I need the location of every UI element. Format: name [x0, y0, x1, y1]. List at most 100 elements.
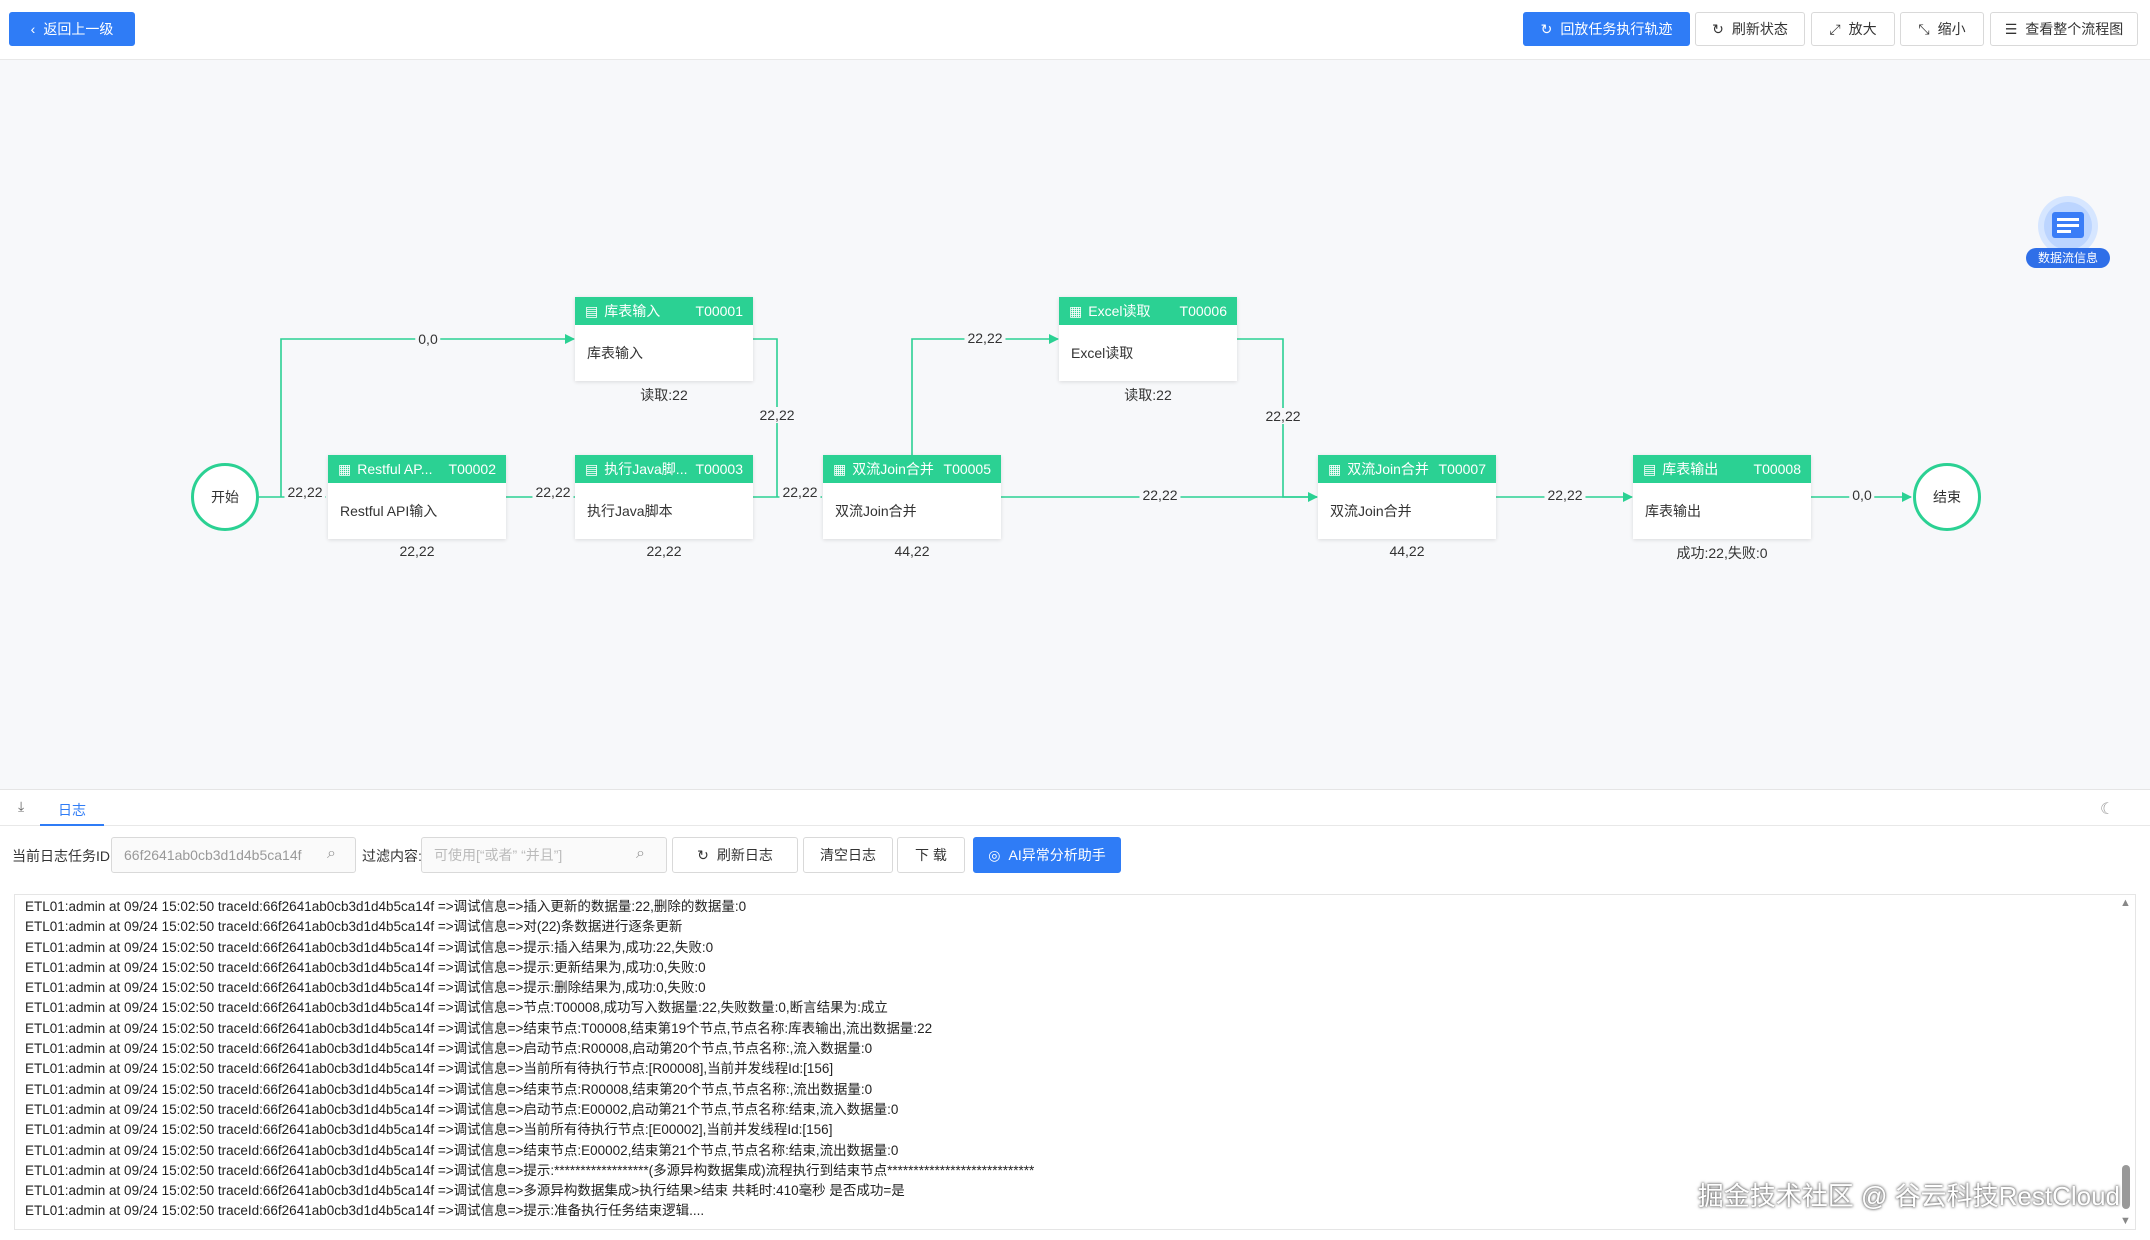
log-output[interactable]: ETL01:admin at 09/24 15:02:50 traceId:66…: [14, 894, 2136, 1230]
data-info-icon: [2038, 196, 2098, 256]
log-lines: ETL01:admin at 09/24 15:02:50 traceId:66…: [25, 897, 2125, 1222]
log-line: ETL01:admin at 09/24 15:02:50 traceId:66…: [25, 939, 714, 955]
clear-log-button[interactable]: 清空日志: [803, 837, 893, 873]
log-line: ETL01:admin at 09/24 15:02:50 traceId:66…: [25, 1183, 905, 1199]
watermark: 掘金技术社区 @ 谷云科技RestCloud: [1697, 1181, 2120, 1211]
edge-label-start-t2: 22,22: [284, 484, 326, 500]
refresh-icon: ↻: [697, 847, 709, 863]
node-header: ▤ 执行Java脚... T00003: [575, 455, 753, 483]
shrink-icon: ⤡: [1918, 21, 1930, 37]
node-body: 执行Java脚本: [587, 503, 673, 519]
node-header: ▦ Restful AP... T00002: [328, 455, 506, 483]
view-whole-flow-button[interactable]: ☰ 查看整个流程图: [1990, 12, 2138, 46]
edge-label-t5-t6: 22,22: [964, 330, 1006, 346]
zoom-in-button[interactable]: ⤢ 放大: [1811, 12, 1895, 46]
log-scrollbar[interactable]: ▲ ▼: [2119, 895, 2133, 1229]
node-header: ▦ Excel读取 T00006: [1059, 297, 1237, 325]
node-body: Excel读取: [1071, 345, 1134, 361]
node-stat-t00008: 成功:22,失败:0: [1676, 545, 1768, 561]
replay-icon: ↻: [1540, 21, 1553, 37]
join-icon: ▦: [833, 461, 847, 477]
node-body: 双流Join合并: [1330, 503, 1412, 519]
node-t00008[interactable]: ▤ 库表输出 T00008 库表输出: [1633, 455, 1811, 539]
excel-icon: ▦: [1069, 303, 1083, 319]
log-line: ETL01:admin at 09/24 15:02:50 traceId:66…: [25, 1000, 888, 1016]
scroll-thumb[interactable]: [2122, 1165, 2130, 1209]
replay-button[interactable]: ↻ 回放任务执行轨迹: [1523, 12, 1690, 46]
node-body: Restful API输入: [340, 503, 438, 519]
node-stat-t00001: 读取:22: [640, 387, 688, 403]
ai-analysis-button[interactable]: ◎ AI异常分析助手: [973, 837, 1121, 873]
moon-icon[interactable]: ☾: [2100, 801, 2115, 818]
list-icon: ☰: [2004, 21, 2018, 37]
edge-label-start-t1: 0,0: [415, 331, 441, 347]
log-line: ETL01:admin at 09/24 15:02:50 traceId:66…: [25, 980, 706, 996]
node-t00003[interactable]: ▤ 执行Java脚... T00003 执行Java脚本: [575, 455, 753, 539]
edge-label-t7-t8: 22,22: [1544, 487, 1586, 503]
zoom-out-button[interactable]: ⤡ 缩小: [1900, 12, 1984, 46]
log-line: ETL01:admin at 09/24 15:02:50 traceId:66…: [25, 899, 747, 914]
task-id-input[interactable]: [111, 837, 356, 873]
start-node[interactable]: 开始: [191, 463, 259, 531]
join-icon: ▦: [1328, 461, 1342, 477]
log-line: ETL01:admin at 09/24 15:02:50 traceId:66…: [25, 1162, 1035, 1178]
flow-canvas[interactable]: 0,0 22,22 22,22 22,22 22,22 22,22 22,22 …: [0, 60, 2150, 790]
filter-label: 过滤内容:: [362, 848, 422, 864]
log-line: ETL01:admin at 09/24 15:02:50 traceId:66…: [25, 919, 683, 935]
node-header: ▦ 双流Join合并 T00005: [823, 455, 1001, 483]
ai-icon: ◎: [988, 847, 1001, 863]
node-stat-t00002: 22,22: [399, 543, 435, 559]
edge-label-t6-t7: 22,22: [1262, 408, 1304, 424]
log-line: ETL01:admin at 09/24 15:02:50 traceId:66…: [25, 1081, 873, 1097]
database-output-icon: ▤: [1643, 461, 1657, 477]
edge-label-t5-t7: 22,22: [1139, 487, 1181, 503]
node-header: ▦ 双流Join合并 T00007: [1318, 455, 1496, 483]
log-line: ETL01:admin at 09/24 15:02:50 traceId:66…: [25, 1122, 833, 1138]
log-panel: ⤓ 日志 ☾ 当前日志任务ID: ⌕ 过滤内容: ⌕ ↻ 刷新日志 清空日志 下…: [0, 790, 2150, 1240]
node-stat-t00005: 44,22: [894, 543, 930, 559]
tab-active-indicator: [40, 824, 104, 826]
edge-label-t8-end: 0,0: [1849, 487, 1875, 503]
node-body: 库表输出: [1645, 503, 1701, 519]
log-line: ETL01:admin at 09/24 15:02:50 traceId:66…: [25, 959, 706, 975]
end-node[interactable]: 结束: [1913, 463, 1981, 531]
node-header: ▤ 库表输入 T00001: [575, 297, 753, 325]
expand-icon: ⤢: [1829, 21, 1841, 37]
refresh-log-button[interactable]: ↻ 刷新日志: [672, 837, 798, 873]
filter-input[interactable]: [421, 837, 667, 873]
node-header: ▤ 库表输出 T00008: [1633, 455, 1811, 483]
top-toolbar: ‹ 返回上一级 ↻ 回放任务执行轨迹 ↻ 刷新状态 ⤢ 放大 ⤡ 缩小 ☰ 查看…: [0, 0, 2150, 60]
node-t00005[interactable]: ▦ 双流Join合并 T00005 双流Join合并: [823, 455, 1001, 539]
chevron-left-icon: ‹: [30, 21, 36, 37]
tab-log[interactable]: 日志: [58, 802, 86, 818]
log-tabs: ⤓ 日志 ☾: [0, 790, 2150, 826]
log-line: ETL01:admin at 09/24 15:02:50 traceId:66…: [25, 1061, 834, 1077]
node-t00007[interactable]: ▦ 双流Join合并 T00007 双流Join合并: [1318, 455, 1496, 539]
scroll-up-icon[interactable]: ▲: [2120, 897, 2131, 909]
download-button[interactable]: 下 载: [897, 837, 965, 873]
flow-edges: [259, 334, 1912, 502]
search-icon[interactable]: ⌕: [327, 845, 336, 862]
edge-t1-t5: [753, 338, 778, 497]
node-stat-t00007: 44,22: [1389, 543, 1425, 559]
script-icon: ▤: [585, 461, 599, 477]
log-line: ETL01:admin at 09/24 15:02:50 traceId:66…: [25, 1142, 899, 1158]
node-t00002[interactable]: ▦ Restful AP... T00002 Restful API输入: [328, 455, 506, 539]
task-id-label: 当前日志任务ID:: [12, 848, 114, 864]
edge-label-t1-t5: 22,22: [756, 407, 798, 423]
download-icon[interactable]: ⤓: [18, 798, 25, 814]
node-t00006[interactable]: ▦ Excel读取 T00006 Excel读取: [1059, 297, 1237, 381]
data-flow-info-button[interactable]: 数据流信息: [2024, 194, 2112, 270]
node-stat-t00003: 22,22: [646, 543, 682, 559]
scroll-down-icon[interactable]: ▼: [2120, 1215, 2131, 1227]
edge-label-t3-t5: 22,22: [779, 484, 821, 500]
node-t00001[interactable]: ▤ 库表输入 T00001 库表输入: [575, 297, 753, 381]
node-stat-t00006: 读取:22: [1124, 387, 1172, 403]
filter-search-icon[interactable]: ⌕: [636, 845, 645, 862]
data-info-label: 数据流信息: [2026, 248, 2110, 268]
node-body: 库表输入: [587, 345, 643, 361]
refresh-status-button[interactable]: ↻ 刷新状态: [1695, 12, 1805, 46]
log-line: ETL01:admin at 09/24 15:02:50 traceId:66…: [25, 1041, 873, 1057]
edge-t5-t6: [911, 334, 1059, 455]
back-button[interactable]: ‹ 返回上一级: [9, 12, 135, 46]
